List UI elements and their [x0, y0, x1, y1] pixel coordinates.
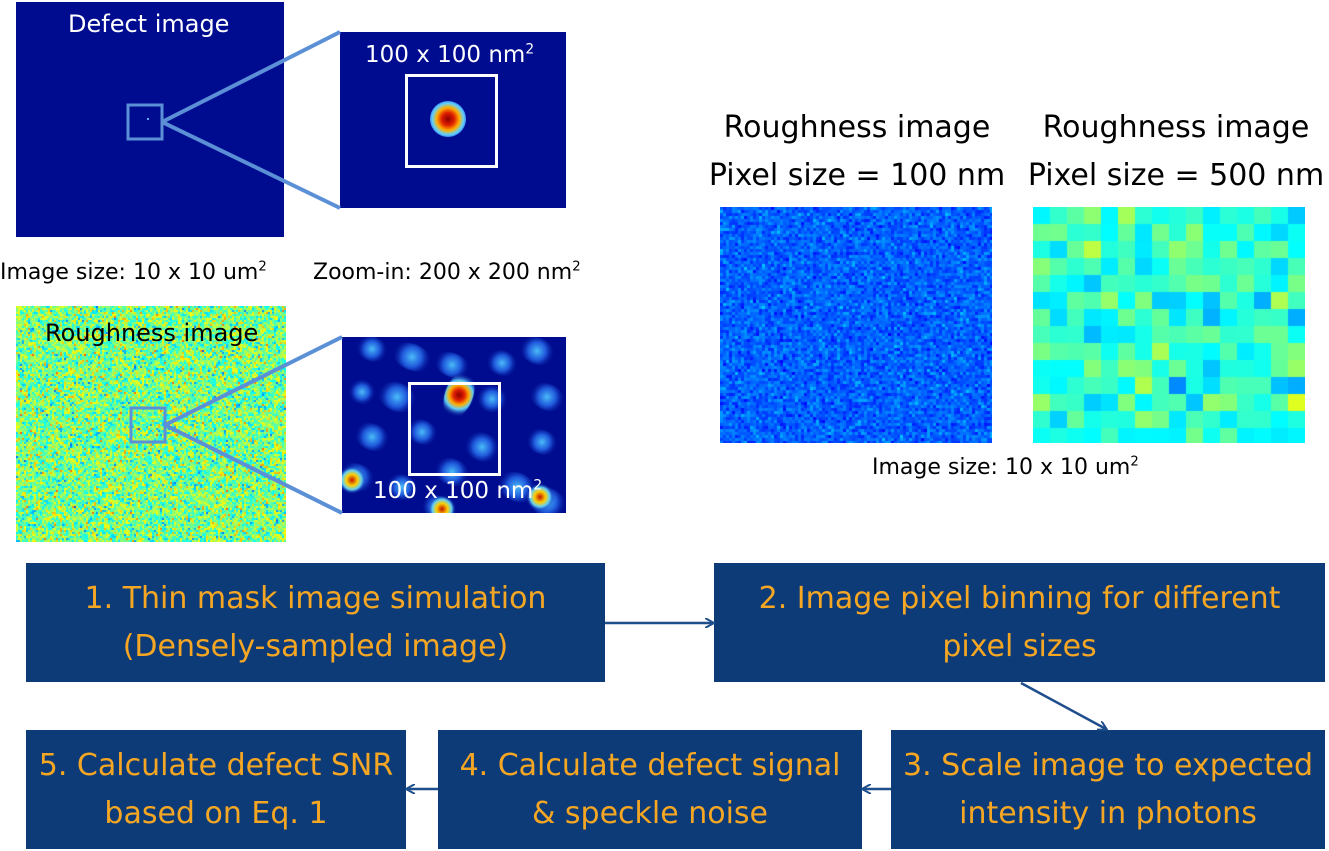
roughness-100-pixel-size: Pixel size = 100 nm	[708, 158, 1006, 193]
defect-size-caption: Image size: 10 x 10 um2	[0, 259, 267, 285]
roughness-image	[16, 306, 286, 542]
step-4-line1: 4. Calculate defect signal	[459, 747, 841, 783]
step-5-box: 5. Calculate defect SNR based on Eq. 1	[26, 730, 406, 849]
step-4-box: 4. Calculate defect signal & speckle noi…	[438, 730, 862, 849]
defect-image-title: Defect image	[68, 10, 230, 38]
defect-zoom-line-top	[161, 30, 341, 124]
roughness-100-title-line: Roughness image	[723, 110, 991, 145]
roughness-500-title-line: Roughness image	[1042, 110, 1310, 145]
step-5-line2: based on Eq. 1	[104, 795, 328, 831]
roughness-image-title: Roughness image	[45, 319, 259, 347]
roughness-500-pixel-size: Pixel size = 500 nm	[1027, 158, 1325, 193]
roughness-zoom-box	[408, 382, 501, 476]
step-1-box: 1. Thin mask image simulation (Densely-s…	[26, 563, 605, 682]
step-4-line2: & speckle noise	[531, 795, 769, 831]
roughness-zoom-line-bottom	[164, 423, 343, 515]
step-3-line1: 3. Scale image to expected	[903, 747, 1313, 783]
step-5-line1: 5. Calculate defect SNR	[38, 747, 394, 783]
defect-dot	[147, 118, 149, 120]
roughness-500-title: Roughness image Pixel size = 500 nm	[1022, 104, 1329, 200]
arrow-step2-to-step3	[1020, 681, 1106, 729]
step-1-line1: 1. Thin mask image simulation	[84, 580, 547, 616]
right-size-caption: Image size: 10 x 10 um2	[872, 454, 1139, 480]
step-1-line2: (Densely-sampled image)	[122, 628, 509, 664]
step-2-line2: pixel sizes	[942, 628, 1097, 664]
zoom-caption: Zoom-in: 200 x 200 nm2	[313, 259, 581, 285]
defect-zoom-label: 100 x 100 nm2	[365, 41, 535, 68]
defect-image	[16, 2, 284, 237]
roughness-zoom-image	[342, 337, 566, 513]
roughness-100-title: Roughness image Pixel size = 100 nm	[705, 104, 1009, 200]
defect-zoom-box	[405, 74, 498, 168]
step-2-box: 2. Image pixel binning for different pix…	[714, 563, 1325, 682]
roughness-zoom-label: 100 x 100 nm2	[373, 477, 543, 504]
step-3-box: 3. Scale image to expected intensity in …	[891, 730, 1325, 849]
roughness-zoom-line-top	[164, 335, 343, 427]
defect-spot	[430, 101, 466, 137]
roughness-500nm-image	[1033, 207, 1305, 443]
step-2-line1: 2. Image pixel binning for different	[758, 580, 1281, 616]
roughness-100nm-image	[720, 207, 992, 443]
defect-zoom-line-bottom	[161, 120, 341, 210]
step-3-line2: intensity in photons	[959, 795, 1257, 831]
